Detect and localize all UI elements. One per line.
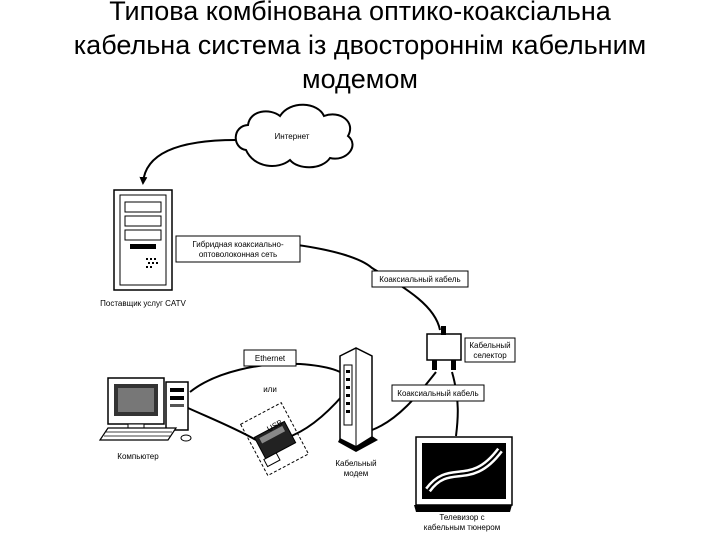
internet-cloud: Интернет xyxy=(234,103,354,169)
title-line-1: Типова комбінована оптико-коаксіальна xyxy=(109,0,611,26)
usb-adapter-icon: USB xyxy=(239,402,310,477)
tv-coax-cable xyxy=(451,371,459,437)
ethernet-label-box: Ethernet xyxy=(243,349,297,367)
coax-cable-label-bottom: Коаксиальный кабель xyxy=(391,384,485,402)
cable-selector-label-box: Кабельный селектор xyxy=(464,337,516,363)
tv-label-line-1: Телевизор с xyxy=(439,513,484,522)
hfc-label-line-2: оптоволоконная сеть xyxy=(199,250,277,259)
title-line-2: кабельна система із двостороннім кабельн… xyxy=(73,30,647,60)
modem-coax-cable xyxy=(371,371,437,431)
cable-modem-icon xyxy=(338,347,378,452)
modem-label-line-1: Кабельный xyxy=(335,459,376,468)
provider-server-icon xyxy=(113,189,173,291)
computer-icon xyxy=(98,377,192,442)
title-line-3: модемом xyxy=(302,64,418,94)
computer-label: Компьютер xyxy=(117,452,159,461)
hfc-network-label-box: Гибридная коаксиально- оптоволоконная се… xyxy=(175,235,301,263)
internet-label: Интернет xyxy=(275,132,310,141)
or-label: или xyxy=(263,385,277,394)
svg-text:Кабельный: Кабельный xyxy=(469,341,510,350)
slide-title: Типова комбінована оптико-коаксіальна ка… xyxy=(0,0,720,96)
coax-cable-label-top: Коаксиальный кабель xyxy=(371,270,469,288)
hfc-label-line-1: Гибридная коаксиально- xyxy=(192,240,284,249)
svg-text:Коаксиальный кабель: Коаксиальный кабель xyxy=(379,275,460,284)
provider-label: Поставщик услуг CATV xyxy=(100,299,186,308)
usb-modem-cable xyxy=(285,394,344,439)
tv-label-line-2: кабельным тюнером xyxy=(424,523,500,532)
computer-usb-cable xyxy=(187,407,257,441)
svg-text:Ethernet: Ethernet xyxy=(255,354,286,363)
svg-text:селектор: селектор xyxy=(473,351,507,360)
cable-splitter-icon xyxy=(426,326,462,370)
svg-text:Коаксиальный кабель: Коаксиальный кабель xyxy=(397,389,478,398)
television-icon xyxy=(414,436,513,512)
internet-link-arrow xyxy=(139,135,243,185)
modem-label-line-2: модем xyxy=(344,469,368,478)
